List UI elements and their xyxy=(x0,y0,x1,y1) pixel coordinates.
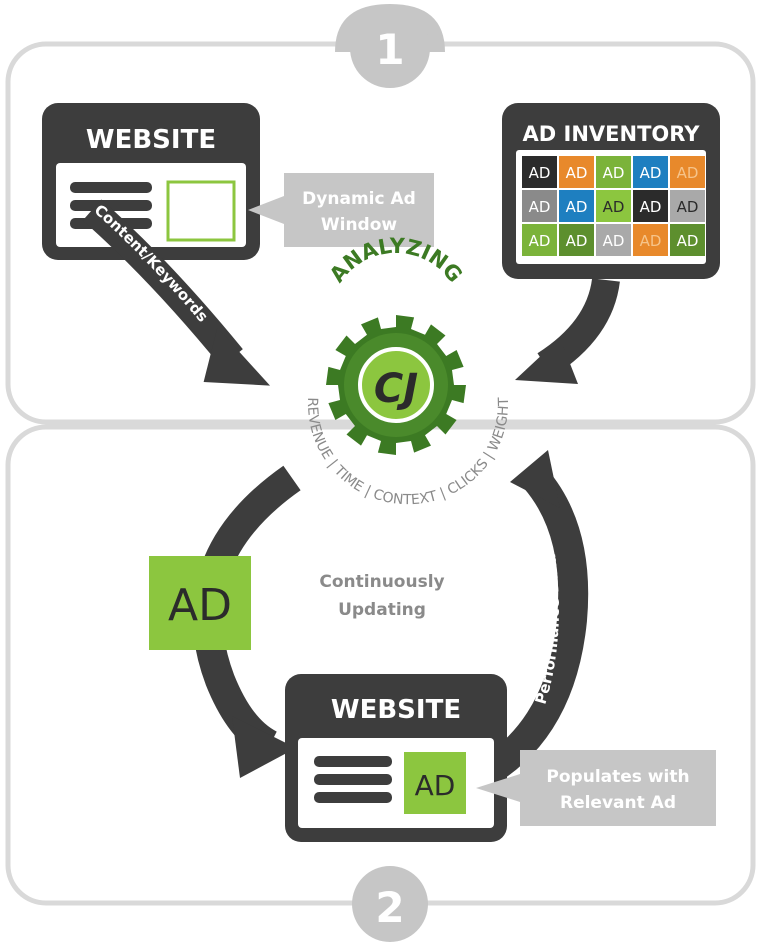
text-line xyxy=(314,774,392,785)
inventory-ad-label: AD xyxy=(529,232,551,250)
inventory-ad-tile xyxy=(670,224,705,256)
bottom-website-title: WEBSITE xyxy=(331,695,461,725)
analyzing-engine: ANALYZING CJ REVENUE | TIME | CONTEXT | … xyxy=(304,234,512,508)
populated-ad-label: AD xyxy=(415,769,456,802)
top-website-window: WEBSITE xyxy=(42,103,260,260)
inventory-ad-tile xyxy=(522,224,557,256)
ad-slot xyxy=(166,180,236,242)
dynamic-ad-window-callout: Dynamic Ad Window xyxy=(248,173,434,247)
inventory-ad-tile xyxy=(559,156,594,188)
inventory-ad-label: AD xyxy=(677,232,699,250)
populates-callout: Populates with Relevant Ad xyxy=(476,750,716,826)
inventory-ad-tile xyxy=(559,224,594,256)
inventory-ad-tile xyxy=(633,224,668,256)
cycle-arrow-left xyxy=(192,465,301,778)
text-line xyxy=(314,792,392,803)
inventory-ad-label: AD xyxy=(640,232,662,250)
populates-line1: Populates with xyxy=(546,767,689,787)
step-one-badge: 1 xyxy=(335,4,445,88)
cycle-arrow-right: Performance Data xyxy=(461,450,589,796)
populates-line2: Relevant Ad xyxy=(560,793,676,813)
inventory-ad-tile xyxy=(522,190,557,222)
inventory-ad-tile xyxy=(633,190,668,222)
dynamic-ad-window-line1: Dynamic Ad xyxy=(302,189,416,209)
inventory-ad-label: AD xyxy=(566,164,588,182)
ad-inventory-grid: AD AD AD AD AD AD AD AD AD AD AD AD AD AD AD xyxy=(522,156,705,256)
cj-logo: CJ xyxy=(374,366,418,412)
ad-tile: AD xyxy=(149,556,251,650)
inventory-ad-label: AD xyxy=(640,164,662,182)
inventory-arrow xyxy=(515,277,620,384)
inventory-ad-tile xyxy=(596,224,631,256)
inventory-ad-label: AD xyxy=(566,198,588,216)
inventory-ad-label: AD xyxy=(677,164,699,182)
inventory-ad-label: AD xyxy=(677,198,699,216)
inventory-ad-tile xyxy=(596,156,631,188)
dynamic-ad-window-line2: Window xyxy=(321,215,398,235)
step-two-badge: 2 xyxy=(352,866,428,942)
ad-tile-label: AD xyxy=(168,580,232,631)
inventory-ad-tile xyxy=(670,156,705,188)
step-two-number: 2 xyxy=(375,883,404,932)
inventory-ad-tile xyxy=(670,190,705,222)
top-website-title: WEBSITE xyxy=(86,125,216,155)
inventory-ad-tile xyxy=(559,190,594,222)
step-one-number: 1 xyxy=(375,25,404,74)
continuously-updating-line2: Updating xyxy=(338,600,426,620)
inventory-ad-label: AD xyxy=(529,164,551,182)
inventory-ad-label: AD xyxy=(640,198,662,216)
inventory-ad-label: AD xyxy=(603,232,625,250)
inventory-ad-label: AD xyxy=(603,164,625,182)
inventory-ad-tile xyxy=(633,156,668,188)
bottom-website-window: WEBSITE AD xyxy=(285,674,507,842)
inventory-ad-tile xyxy=(522,156,557,188)
text-line xyxy=(70,182,152,193)
text-line xyxy=(314,756,392,767)
text-line xyxy=(70,200,152,211)
populated-ad-slot xyxy=(404,752,466,814)
inventory-ad-label: AD xyxy=(603,198,625,216)
inventory-ad-label: AD xyxy=(529,198,551,216)
ad-inventory-title: AD INVENTORY xyxy=(523,122,701,146)
inventory-ad-label: AD xyxy=(566,232,588,250)
inventory-ad-tile xyxy=(596,190,631,222)
continuously-updating-line1: Continuously xyxy=(319,572,444,592)
